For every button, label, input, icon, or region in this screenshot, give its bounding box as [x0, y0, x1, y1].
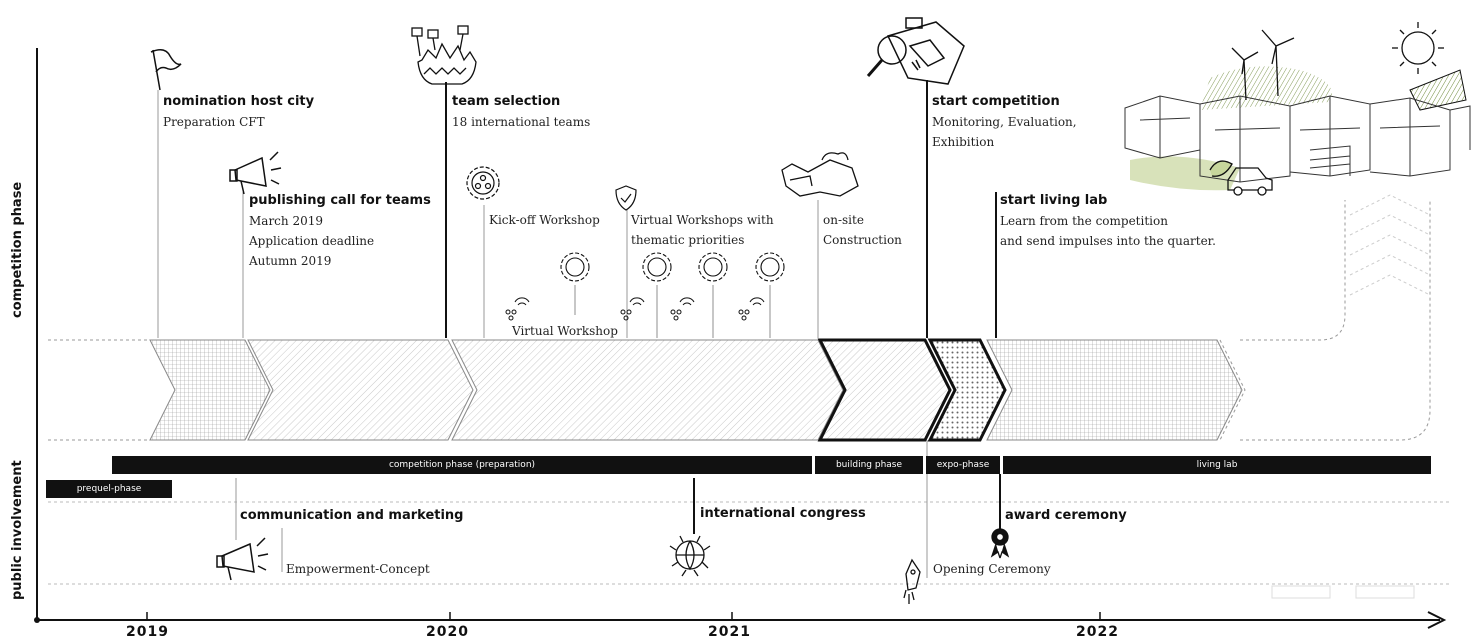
future-chevrons — [1349, 194, 1431, 296]
phase-bar-preparation: competition phase (preparation) — [112, 456, 812, 474]
axis-origin-dot — [34, 617, 40, 623]
chevron-future-outline — [1219, 339, 1246, 441]
event-desc-empowerment: Empowerment-Concept — [286, 562, 430, 576]
event-title-start-competition: start competition — [932, 94, 1060, 109]
event-title-award: award ceremony — [1005, 508, 1127, 523]
event-desc-opening: Opening Ceremony — [933, 562, 1051, 576]
car-icon — [1209, 160, 1273, 196]
event-desc-publishing-3: Autumn 2019 — [249, 254, 332, 268]
event-desc-team-selection: 18 international teams — [452, 115, 591, 129]
event-desc-virtual-workshop: Virtual Workshop — [512, 324, 618, 338]
guide-top-curve — [1240, 200, 1346, 341]
event-desc-nomination: Preparation CFT — [163, 115, 265, 129]
globe-icon — [669, 535, 711, 577]
city-illustration — [1124, 22, 1471, 196]
axis-label-competition-phase: competition phase — [10, 181, 25, 318]
flag-icon — [150, 49, 182, 91]
team-selection-icon — [411, 25, 477, 85]
year-label-2022: 2022 — [1076, 624, 1119, 640]
shield-icon — [615, 185, 637, 211]
year-label-2021: 2021 — [708, 624, 751, 640]
sun-icon — [1392, 22, 1444, 74]
phase-bar-building: building phase — [815, 456, 923, 474]
event-desc-start-competition-1: Monitoring, Evaluation, — [932, 115, 1077, 129]
chevron-prequel — [149, 339, 271, 441]
medal-icon — [990, 528, 1010, 559]
chevron-preparation — [451, 339, 844, 441]
event-desc-virtual-workshops-2: thematic priorities — [631, 233, 745, 247]
event-title-congress: international congress — [700, 506, 866, 521]
wind-turbine-icon — [1231, 29, 1295, 101]
event-title-team-selection: team selection — [452, 94, 561, 109]
event-desc-kickoff: Kick-off Workshop — [489, 213, 600, 227]
workshop-badge-icon — [466, 166, 500, 200]
phase-bar-living-lab: living lab — [1003, 456, 1431, 474]
legend-swatch-1 — [1271, 585, 1331, 599]
rocket-icon — [903, 558, 921, 604]
event-desc-living-lab-2: and send impulses into the quarter. — [1000, 234, 1216, 248]
legend-swatch-2 — [1355, 585, 1415, 599]
axis-label-public-involvement: public involvement — [10, 460, 25, 600]
event-title-publishing: publishing call for teams — [249, 193, 431, 208]
chevron-call — [247, 339, 474, 441]
event-desc-living-lab-1: Learn from the competition — [1000, 214, 1168, 228]
event-desc-onsite-1: on-site — [823, 213, 864, 227]
construction-icon — [781, 152, 859, 197]
event-desc-virtual-workshops-1: Virtual Workshops with — [631, 213, 774, 227]
event-desc-publishing-2: Application deadline — [249, 234, 375, 248]
event-title-nomination: nomination host city — [163, 94, 315, 109]
guide-bottom-curve — [1240, 200, 1431, 441]
event-desc-start-competition-2: Exhibition — [932, 135, 995, 149]
magnifier-icon — [866, 17, 965, 85]
chevron-building — [817, 338, 952, 442]
event-desc-publishing-1: March 2019 — [249, 214, 323, 228]
phase-bar-expo: expo-phase — [926, 456, 1000, 474]
chevron-living-lab — [986, 339, 1243, 441]
event-title-living-lab: start living lab — [1000, 193, 1108, 208]
virtual-people-icon — [505, 297, 765, 321]
year-label-2020: 2020 — [426, 624, 469, 640]
event-title-communication: communication and marketing — [240, 508, 464, 523]
megaphone-icon — [229, 151, 282, 195]
workshop-badges-row — [560, 252, 785, 338]
chevron-expo — [927, 338, 1007, 442]
megaphone-icon-public — [216, 537, 269, 581]
phase-bar-prequel: prequel-phase — [46, 480, 172, 498]
event-desc-onsite-2: Construction — [823, 233, 902, 247]
time-axis-arrow-icon — [1427, 611, 1447, 629]
year-label-2019: 2019 — [126, 624, 169, 640]
